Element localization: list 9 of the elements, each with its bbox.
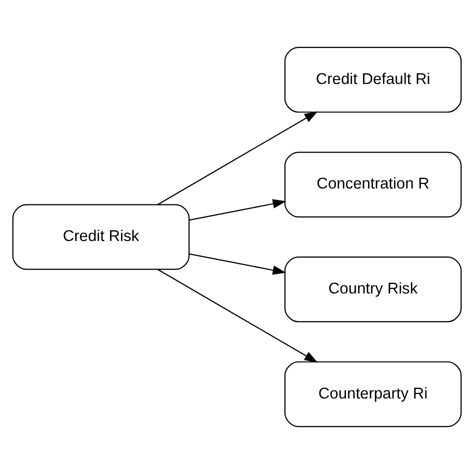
node-box: Credit Default Ri (284, 46, 462, 113)
arrow (189, 199, 286, 221)
node-box: Concentration R (284, 152, 462, 218)
node-box: Counterparty Ri (284, 361, 462, 428)
arrow (157, 268, 318, 363)
arrow (157, 111, 318, 206)
node-box: Credit Risk (12, 204, 190, 270)
node-box: Country Risk (284, 256, 462, 322)
arrow (189, 253, 286, 275)
